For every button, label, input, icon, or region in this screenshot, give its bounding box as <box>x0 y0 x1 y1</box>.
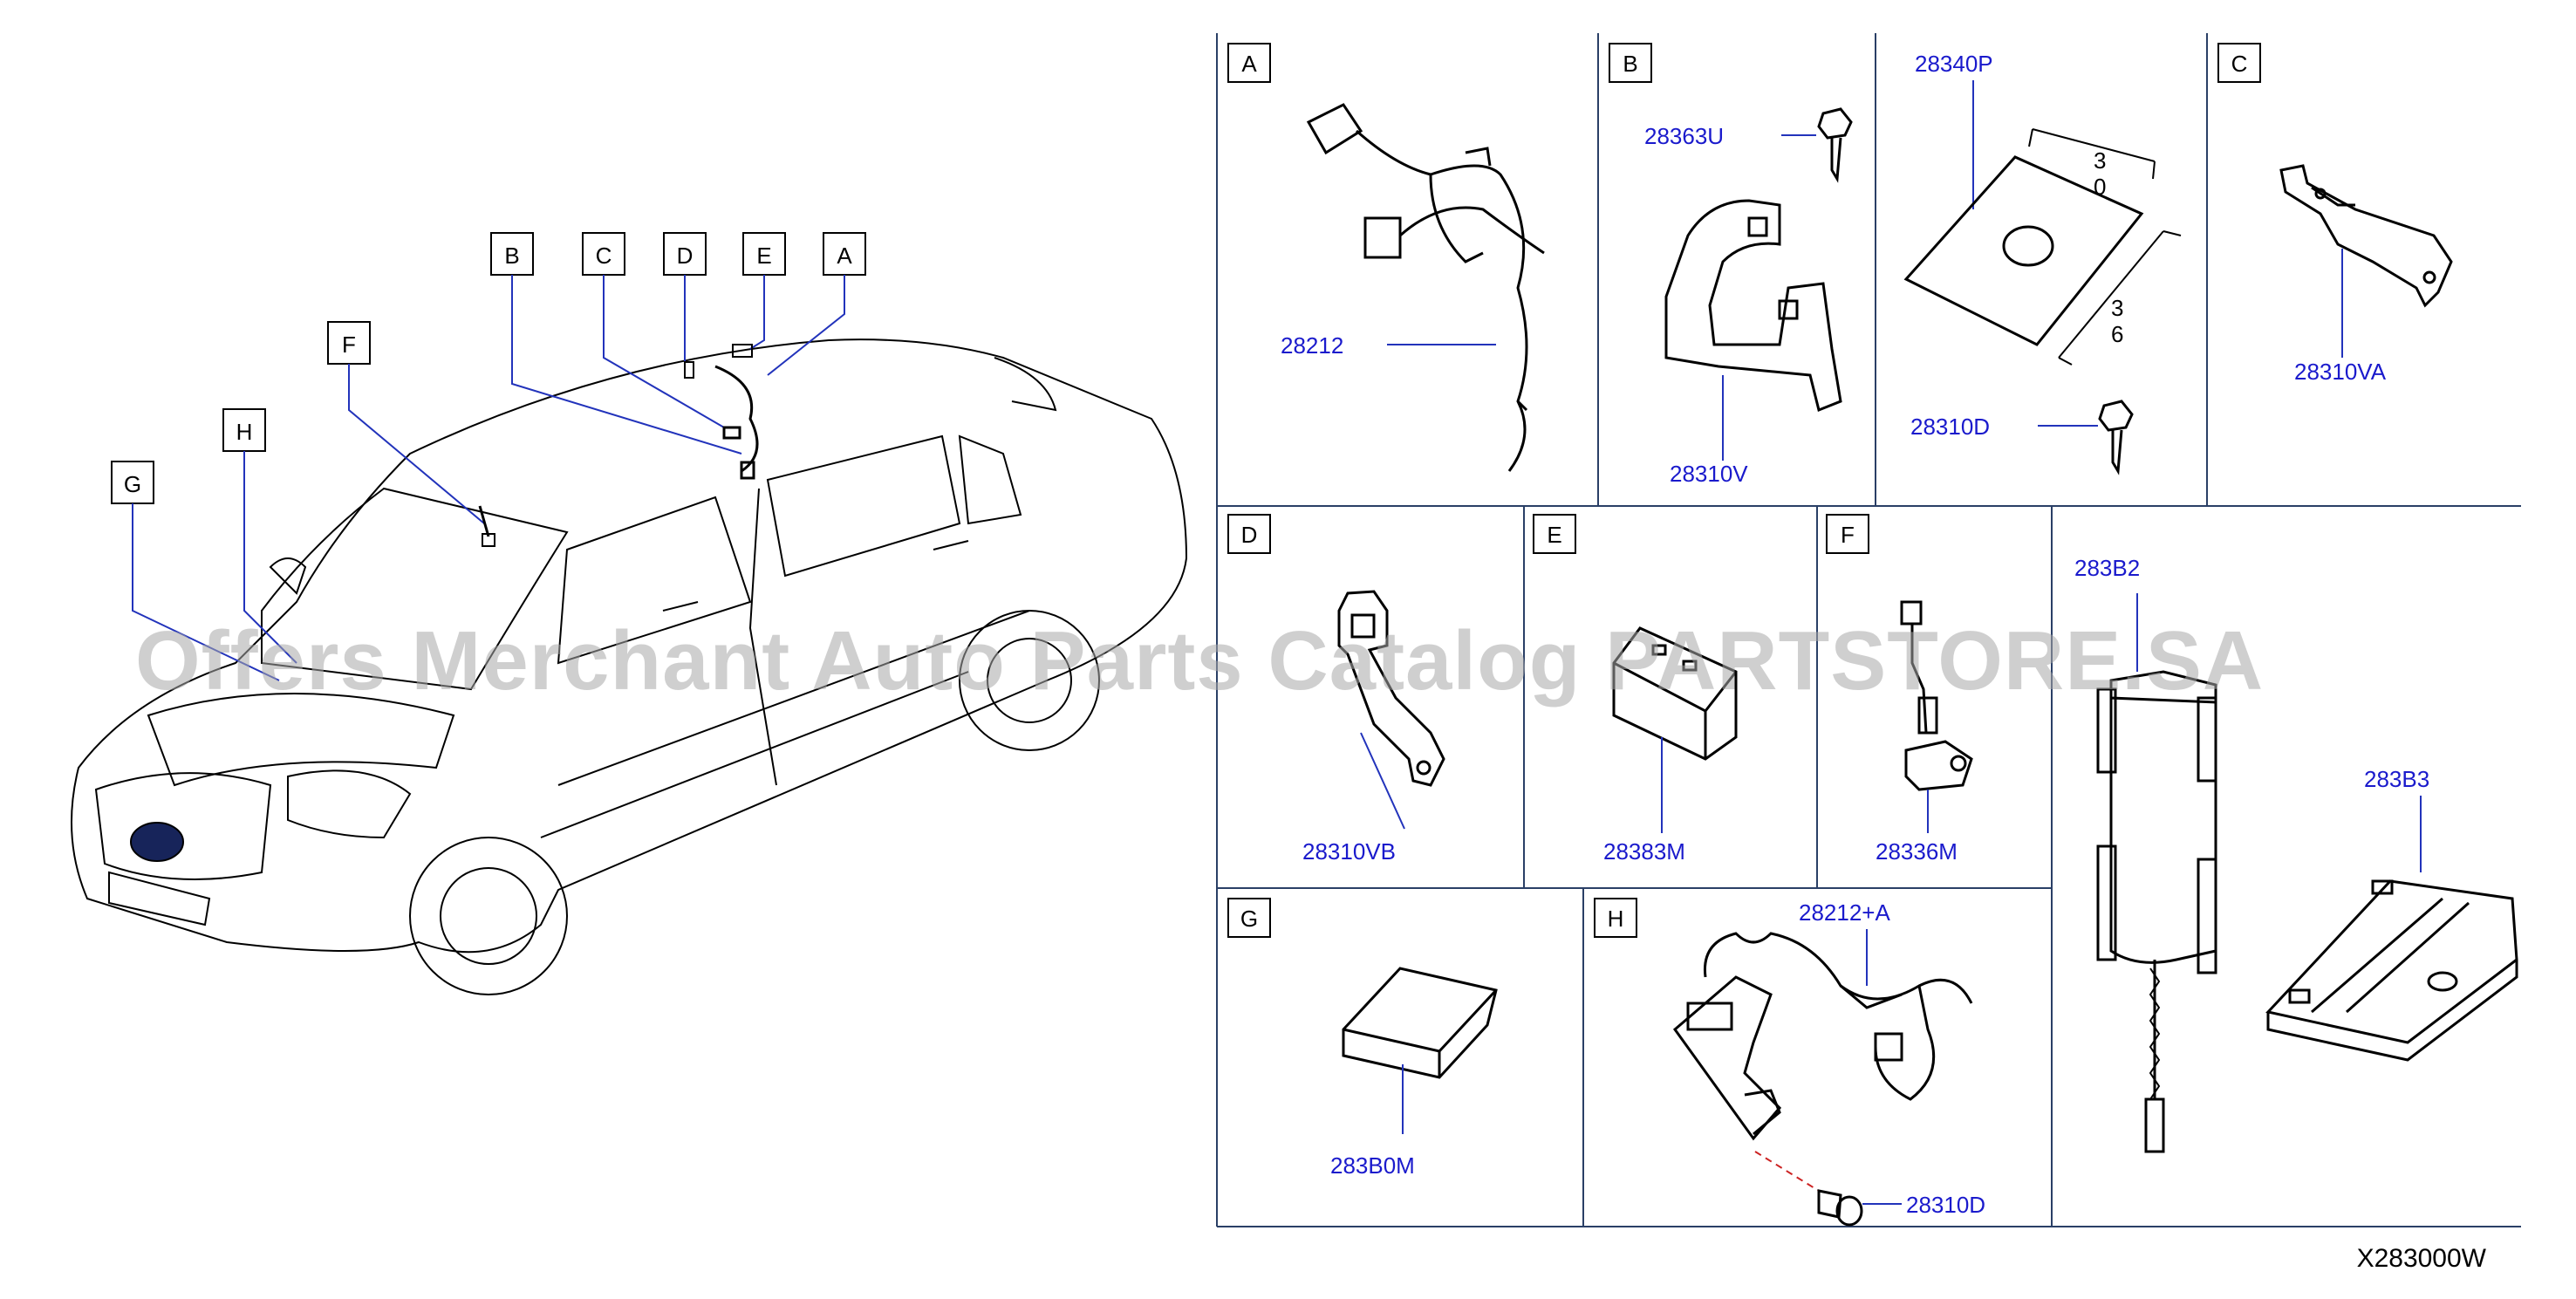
panel-antenna: 283B2 283B3 <box>2074 555 2518 1153</box>
part-number: 28383M <box>1603 838 1685 865</box>
callout-D: D <box>677 243 694 269</box>
dim-label: 6 <box>2111 321 2123 347</box>
panel-C: C 28310VA <box>2217 43 2453 385</box>
panel-D: D 28310VB <box>1227 514 1445 865</box>
bolt-icon <box>1817 1189 1863 1227</box>
callout-B: B <box>504 243 519 269</box>
dim-label: 3 <box>2111 295 2123 321</box>
callout-E: E <box>756 243 771 269</box>
part-number: 28212+A <box>1799 899 1890 926</box>
part-number: 28310D <box>1906 1192 1985 1218</box>
sensor-drawing <box>1900 600 1973 791</box>
panel-F: F 28336M <box>1826 514 1973 865</box>
watermark: Offers Merchant Auto Parts Catalog PARTS… <box>135 614 2264 708</box>
part-number: 28310D <box>1910 414 1990 440</box>
car-illustration <box>71 338 1188 995</box>
module-drawing <box>1612 626 1738 761</box>
harness-drawing <box>1672 932 1973 1141</box>
part-number: 28310V <box>1670 461 1748 487</box>
panel-B: B 28363U 28310V <box>1609 43 1853 487</box>
panel-H-letter: H <box>1608 906 1624 932</box>
callout-G: G <box>124 471 141 497</box>
part-number: 28310VA <box>2294 359 2387 385</box>
bracket-drawing <box>1664 199 1842 413</box>
diagram-code: X283000W <box>2357 1244 2487 1273</box>
dimension-marks <box>2028 128 2182 366</box>
part-number: 28212 <box>1281 332 1343 359</box>
screw-icon <box>1817 107 1853 183</box>
part-number: 283B0M <box>1330 1152 1415 1179</box>
panel-pad: 28340P 3 0 3 6 28310D <box>1903 51 2182 475</box>
part-number: 283B3 <box>2364 766 2429 792</box>
dim-label: 0 <box>2094 174 2106 200</box>
panel-B-letter: B <box>1623 51 1637 77</box>
bracket-drawing <box>1337 590 1445 787</box>
screw-icon <box>2098 400 2134 475</box>
callout-A: A <box>837 243 852 269</box>
panel-A-letter: A <box>1241 51 1257 77</box>
callout-C: C <box>596 243 612 269</box>
panel-D-letter: D <box>1241 522 1258 548</box>
panel-G: G 283B0M <box>1227 898 1498 1179</box>
panel-G-letter: G <box>1240 906 1258 932</box>
dim-label: 3 <box>2094 147 2106 174</box>
module-drawing <box>1342 967 1498 1079</box>
pad-drawing <box>1903 155 2144 346</box>
callout-H: H <box>236 419 253 445</box>
panel-F-letter: F <box>1841 522 1855 548</box>
panel-E: E 28383M <box>1533 514 1738 865</box>
panel-E-letter: E <box>1547 522 1561 548</box>
callout-F: F <box>342 332 356 358</box>
parts-grid <box>1216 33 2521 1227</box>
part-number: 28336M <box>1876 838 1958 865</box>
wire-harness-drawing <box>1306 103 1545 472</box>
bracket-drawing <box>2279 164 2453 308</box>
panel-C-letter: C <box>2231 51 2248 77</box>
part-number: 28363U <box>1644 123 1724 149</box>
part-number: 28310VB <box>1302 838 1396 865</box>
part-number: 28340P <box>1915 51 1993 77</box>
panel-A: A 28212 <box>1227 43 1545 472</box>
car-callouts: B C D E A F H G <box>111 232 866 681</box>
antenna-drawing <box>2096 670 2217 1153</box>
panel-H: H 28212+A 28310D <box>1594 898 1985 1227</box>
part-number: 283B2 <box>2074 555 2140 581</box>
mount-plate-drawing <box>2265 879 2518 1062</box>
twisted-wire <box>2149 967 2161 1100</box>
